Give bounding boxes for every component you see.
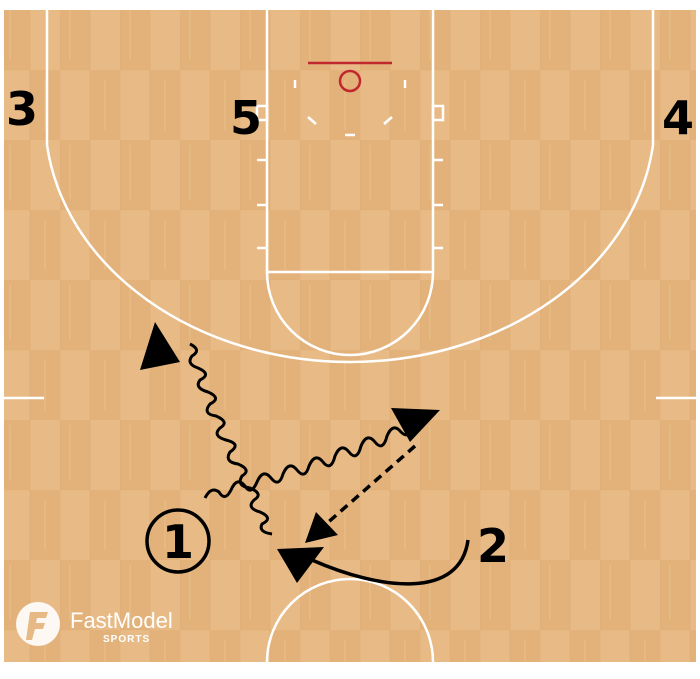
pass-line [323,444,417,527]
lane [265,10,435,274]
rim [338,69,362,93]
dribble-path-left [188,342,273,536]
player-3-label: 3 [6,82,38,136]
player-1: 1 [145,508,211,574]
free-throw-arc [265,271,435,357]
arrowhead-pass [305,512,338,543]
court-floor [4,10,696,662]
fastmodel-logo: FastModel SPORTS [16,602,173,646]
arrowhead-dribble-left [140,322,180,370]
logo-brand: FastModel [70,608,173,633]
arrowhead-cut [277,547,324,583]
arrowhead-dribble-right [391,408,440,442]
dribble-path-right [203,416,427,499]
lane-hash-marks [255,104,445,250]
court-lines [4,10,696,663]
center-circle [265,577,435,663]
player-5-label: 5 [230,91,262,145]
three-point-line [45,10,655,364]
player-4-label: 4 [662,91,694,145]
logo-sub: SPORTS [103,634,150,645]
player-1-circle [145,508,211,574]
restricted-area [293,80,407,137]
cut-path [311,539,470,586]
player-1-label: 1 [162,515,194,569]
player-2-label: 2 [477,519,509,573]
